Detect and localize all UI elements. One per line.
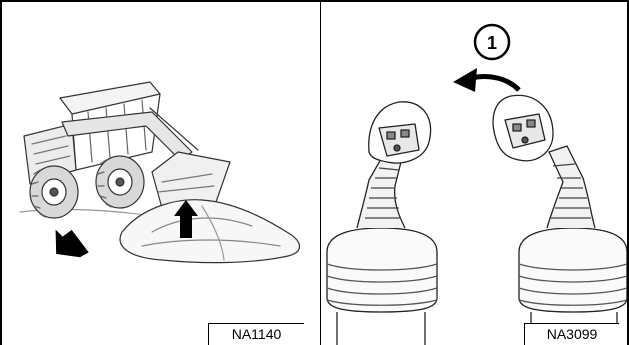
figure-caption-right: NA3099 bbox=[524, 323, 619, 345]
skid-steer-loader-illustration bbox=[2, 2, 321, 345]
callout-number: 1 bbox=[487, 33, 497, 53]
joystick-controls-illustration: 1 bbox=[321, 2, 628, 345]
figure-panel-left: NA1140 bbox=[0, 0, 321, 345]
rotation-arrow-icon bbox=[453, 68, 477, 92]
figure-caption-left: NA1140 bbox=[208, 323, 304, 345]
rotation-arrow-shaft bbox=[471, 77, 519, 91]
rearward-arrow-icon bbox=[52, 228, 91, 259]
figure-panel-right: 1 bbox=[320, 0, 629, 345]
